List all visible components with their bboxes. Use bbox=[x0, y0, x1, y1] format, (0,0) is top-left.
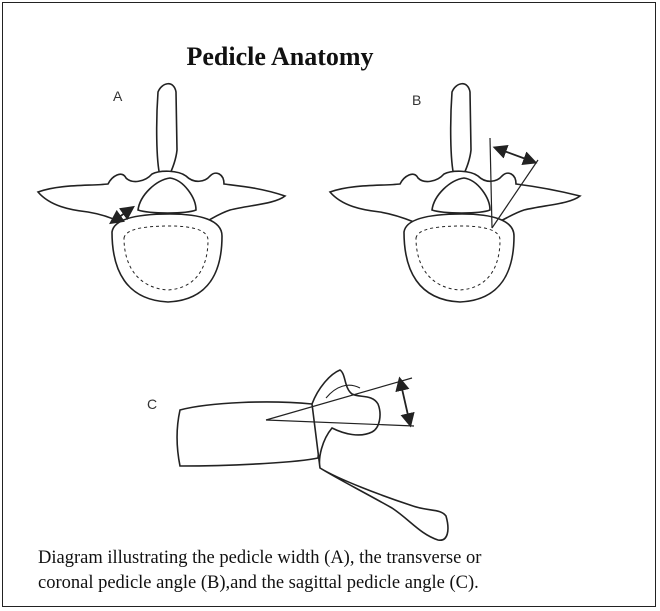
transverse-angle-arrow bbox=[496, 148, 534, 162]
sagittal-angle-arrow bbox=[400, 380, 410, 424]
vertebra-b-drawing bbox=[330, 84, 580, 302]
vertebra-a-drawing bbox=[38, 84, 285, 302]
caption-line-1: Diagram illustrating the pedicle width (… bbox=[38, 546, 638, 571]
caption-line-2: coronal pedicle angle (B),and the sagitt… bbox=[38, 571, 638, 596]
vertebra-c-drawing bbox=[177, 370, 448, 540]
figure-caption: Diagram illustrating the pedicle width (… bbox=[38, 546, 638, 596]
